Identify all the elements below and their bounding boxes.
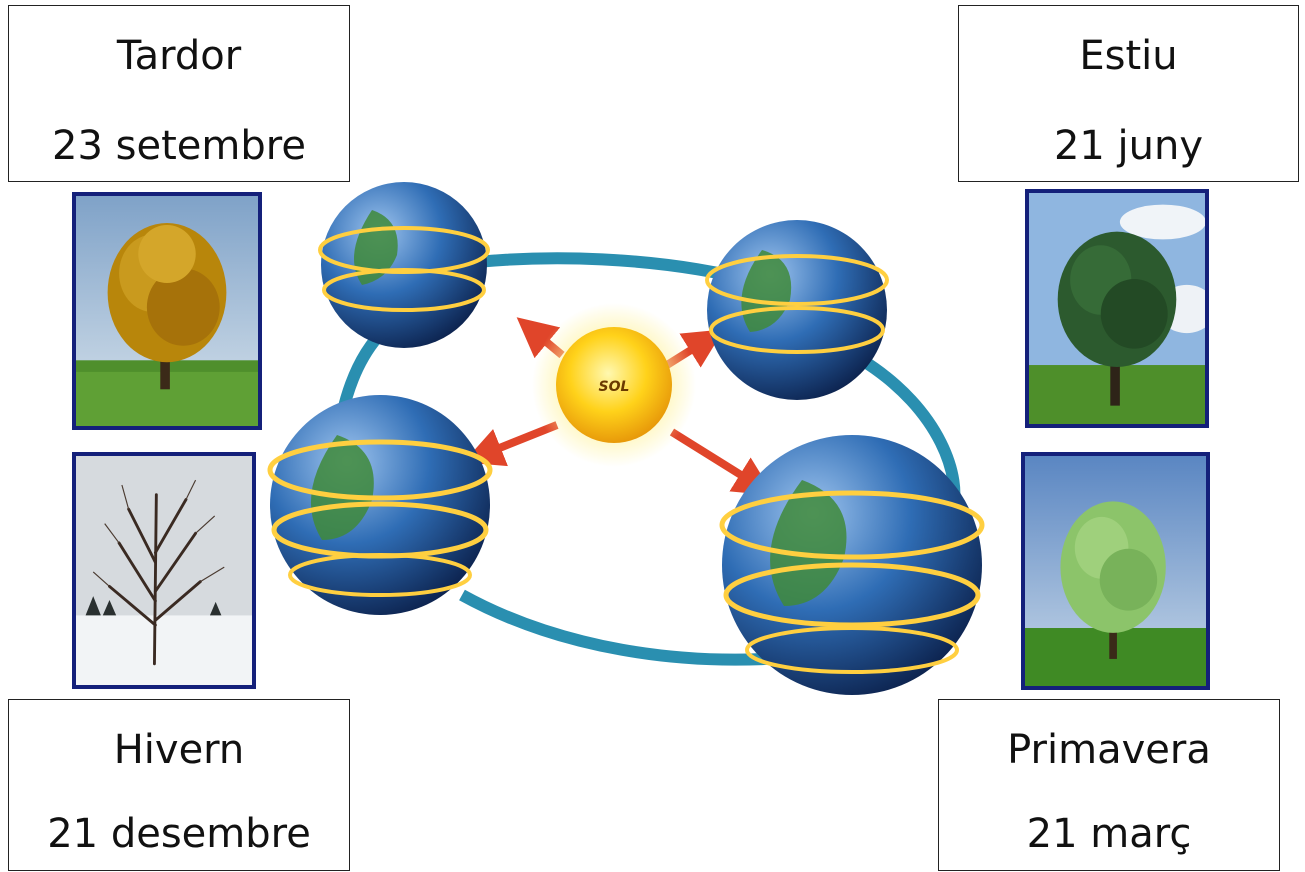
globe-summer [705, 220, 889, 400]
globe-spring [719, 435, 985, 695]
bare-winter-tree-icon [76, 456, 252, 685]
autumn-season-date: 23 setembre [52, 123, 306, 169]
summer-season-name: Estiu [1079, 33, 1178, 79]
sun-label: SOL [599, 379, 630, 395]
autumn-tree-icon [76, 196, 258, 426]
spring-season-date: 21 març [1026, 811, 1192, 857]
globe-autumn [318, 182, 490, 348]
winter-tree-photo [72, 452, 256, 689]
winter-season-date: 21 desembre [47, 811, 311, 857]
summer-tree-photo [1025, 189, 1209, 428]
winter-season-name: Hivern [113, 727, 245, 773]
sun: SOL [532, 303, 696, 467]
summer-season-date: 21 juny [1053, 123, 1204, 169]
spring-tree-icon [1025, 456, 1206, 686]
earth-orbit-diagram: SOL [267, 182, 985, 695]
summer-season-box: Estiu 21 juny [958, 5, 1299, 182]
autumn-season-name: Tardor [116, 33, 242, 79]
spring-tree-photo [1021, 452, 1210, 690]
autumn-tree-photo [72, 192, 262, 430]
winter-season-box: Hivern 21 desembre [8, 699, 350, 871]
spring-season-box: Primavera 21 març [938, 699, 1280, 871]
spring-season-name: Primavera [1007, 727, 1211, 773]
globe-winter [267, 395, 493, 615]
autumn-season-box: Tardor 23 setembre [8, 5, 350, 182]
summer-tree-icon [1029, 193, 1205, 424]
